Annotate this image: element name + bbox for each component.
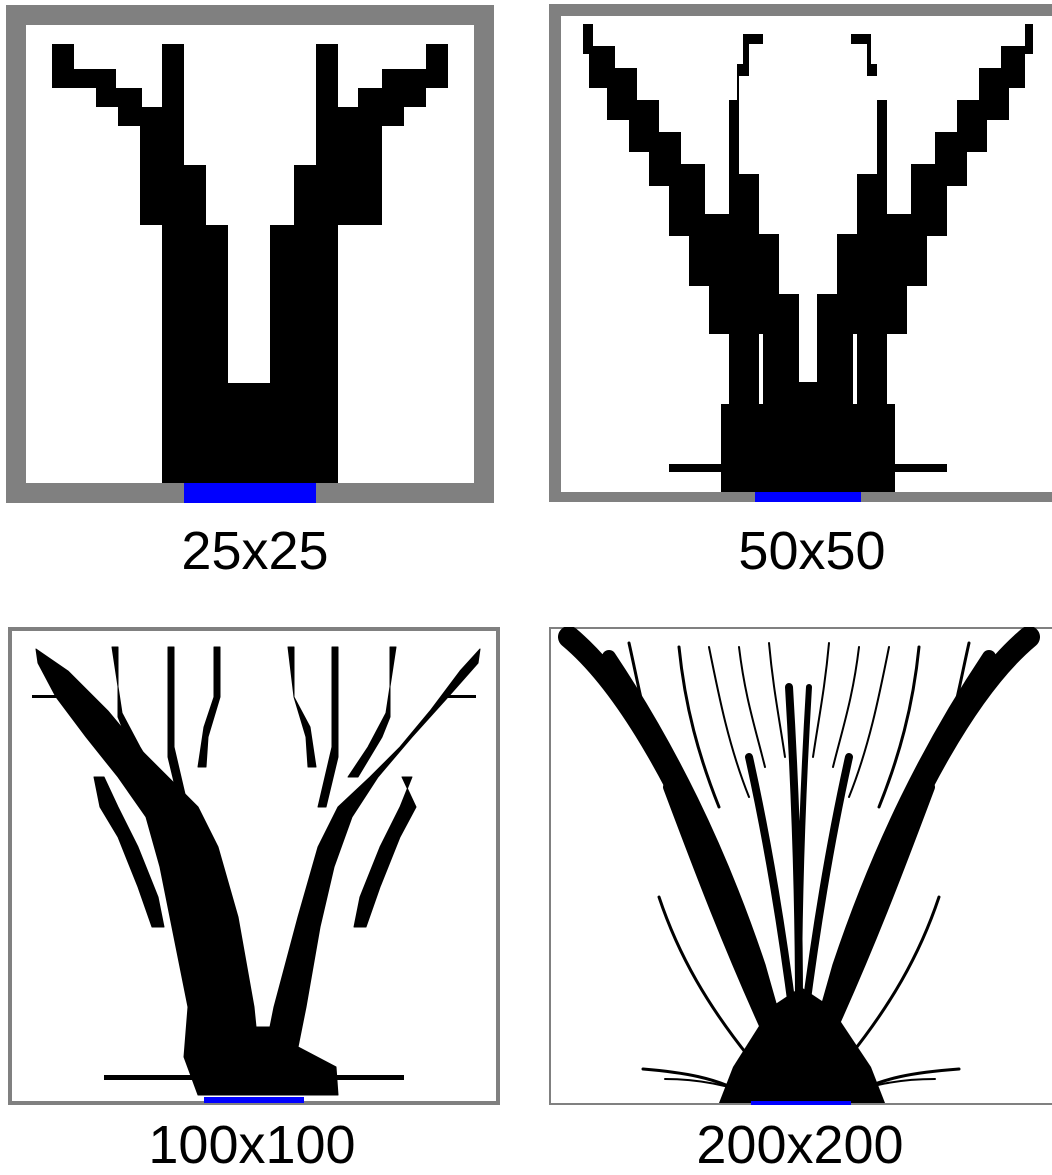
panel-50x50 xyxy=(549,4,1052,502)
topology-structure xyxy=(52,44,448,483)
support-bar xyxy=(204,1097,304,1103)
panel-100x100 xyxy=(8,627,500,1105)
panel-label-50x50: 50x50 xyxy=(738,521,886,581)
panel-25x25 xyxy=(6,5,494,503)
panel-label-200x200: 200x200 xyxy=(696,1115,904,1175)
panel-label-25x25: 25x25 xyxy=(181,521,329,581)
base-mass xyxy=(719,987,885,1103)
topology-structure xyxy=(583,24,1033,492)
support-bar xyxy=(184,483,316,503)
topology-structure xyxy=(32,646,481,1096)
panel-label-100x100: 100x100 xyxy=(148,1115,356,1175)
support-bar xyxy=(751,1101,851,1105)
support-bar xyxy=(755,492,861,502)
panel-200x200 xyxy=(549,627,1052,1105)
